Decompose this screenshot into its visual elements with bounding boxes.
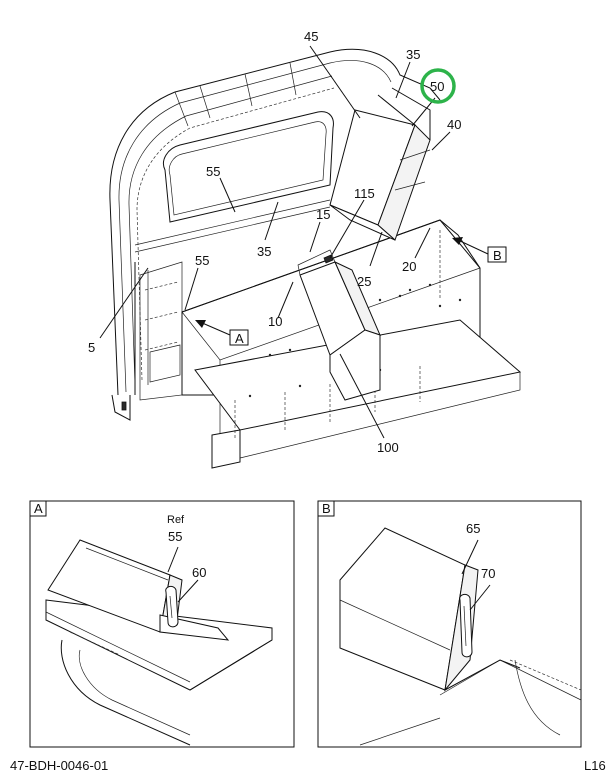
detail-a-callout-55: 55 [168, 529, 182, 544]
callout-40: 40 [447, 117, 461, 132]
callout-35-mid: 35 [257, 244, 271, 259]
drawing-id: 47-BDH-0046-01 [10, 758, 108, 773]
callout-100: 100 [377, 440, 399, 455]
main-assembly-view [109, 48, 522, 469]
callout-35-top: 35 [406, 47, 420, 62]
detail-a-view: A Ref 55 60 [29, 500, 295, 748]
callout-10: 10 [268, 314, 282, 329]
view-tag-a: A [229, 329, 249, 346]
detail-b-tag: B [322, 501, 331, 516]
callout-55-upper: 55 [206, 164, 220, 179]
svg-text:A: A [235, 331, 244, 346]
callout-25: 25 [357, 274, 371, 289]
svg-text:B: B [493, 248, 502, 263]
callout-45: 45 [304, 29, 318, 44]
leader-lines [99, 45, 451, 439]
main-callouts: 45 35 50 40 55 115 15 35 55 25 20 5 10 1… [88, 29, 461, 455]
detail-a-callout-60: 60 [192, 565, 206, 580]
detail-a-ref: Ref [167, 514, 185, 526]
callout-50: 50 [430, 79, 444, 94]
callout-5: 5 [88, 340, 95, 355]
view-arrows [195, 237, 489, 336]
highlight-ring [420, 68, 456, 104]
callout-20: 20 [402, 259, 416, 274]
sheet-number: L16 [584, 758, 606, 773]
detail-b-callout-65: 65 [466, 521, 480, 536]
detail-a-tag: A [34, 501, 43, 516]
detail-b-view: B 65 70 [317, 500, 582, 748]
callout-115: 115 [354, 186, 375, 201]
detail-b-callout-70: 70 [481, 566, 495, 581]
callout-15: 15 [316, 207, 330, 222]
view-tag-b: B [487, 246, 507, 263]
callout-55-lower: 55 [195, 253, 209, 268]
